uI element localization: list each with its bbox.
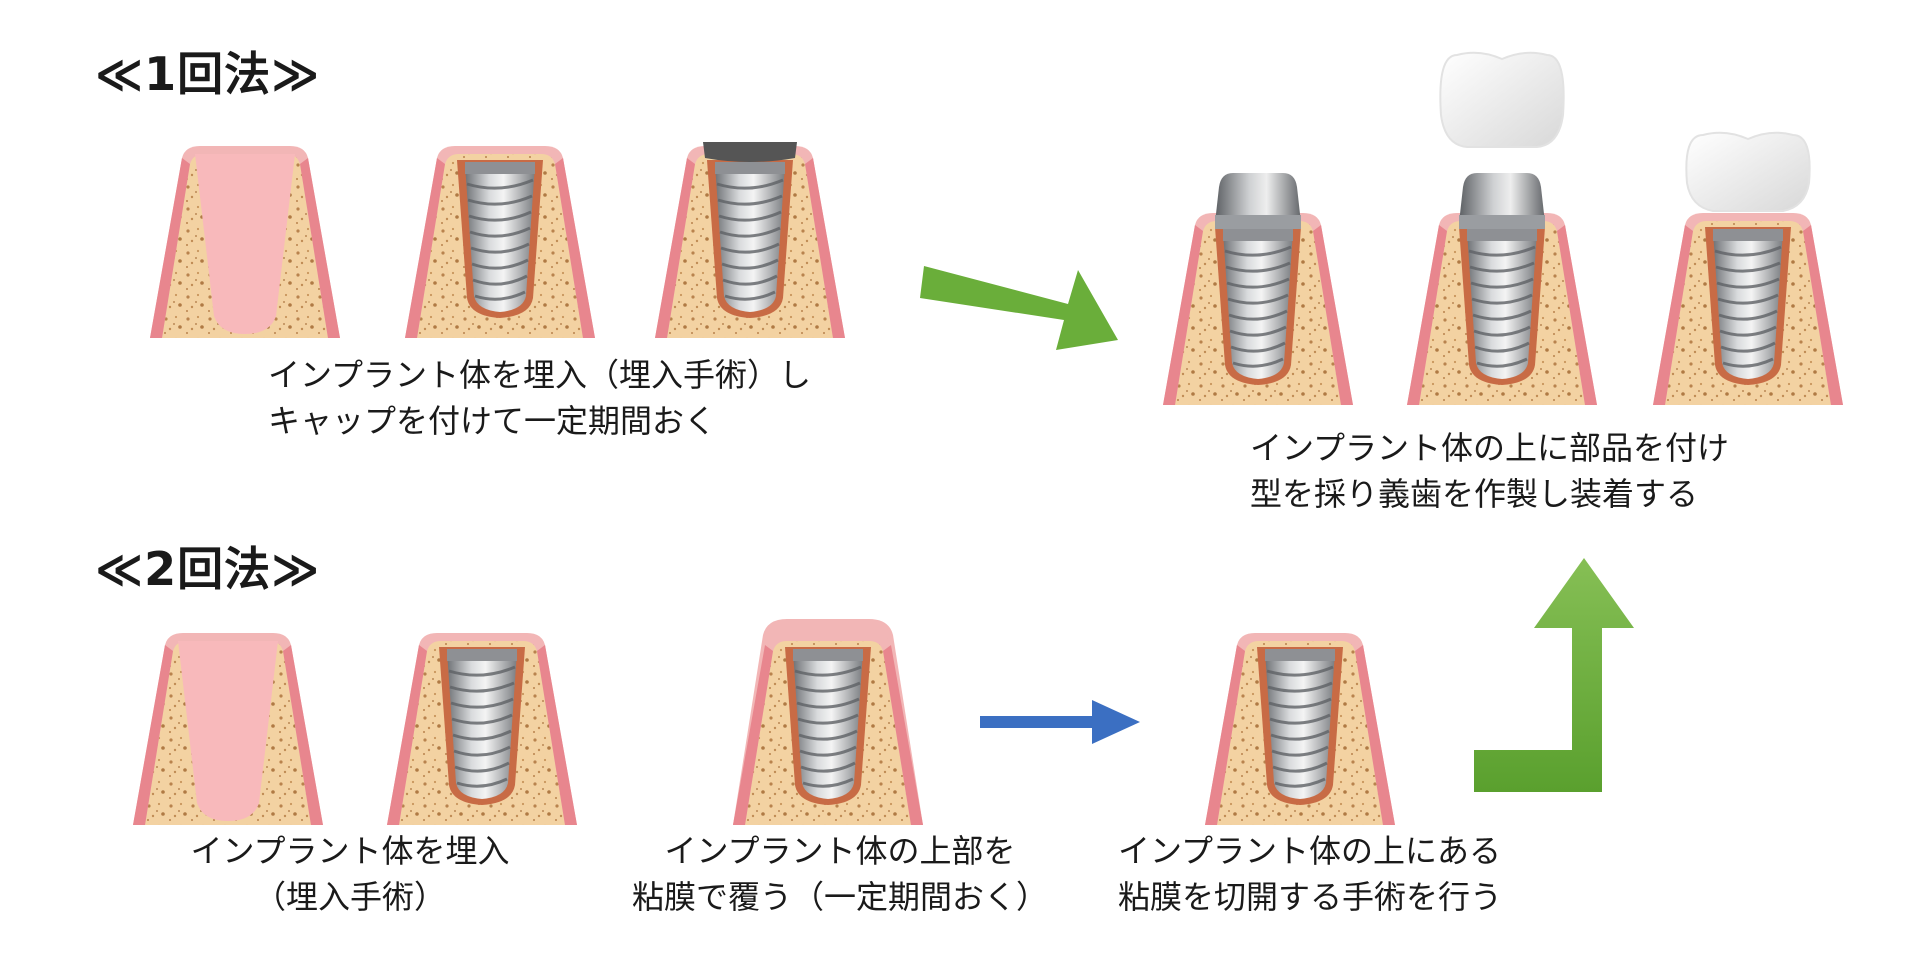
caption-line: 粘膜で覆う（一定期間おく） [631, 878, 1048, 916]
section-one-heading: ≪1回法≫ [95, 47, 321, 101]
arrow-up-green-icon [1474, 558, 1634, 792]
tooth-empty-socket-icon [133, 633, 323, 825]
tooth-implant-icon [387, 633, 577, 825]
section-two-heading: ≪2回法≫ [95, 542, 321, 596]
tooth-empty-socket-icon [150, 146, 340, 338]
tooth-implant-icon [405, 146, 595, 338]
tooth-implant-covered-icon [733, 619, 923, 825]
arrow-right-blue-icon [980, 700, 1140, 744]
caption-line: インプラント体を埋入（埋入手術）し [268, 356, 812, 394]
caption-line: 型を採り義歯を作製し装着する [1250, 475, 1699, 513]
tooth-implant-cap-icon [655, 142, 845, 338]
caption-line: （埋入手術） [253, 878, 446, 916]
caption-line: 粘膜を切開する手術を行う [1118, 878, 1503, 916]
tooth-crown-seated-icon [1653, 131, 1843, 405]
section-two-step2-caption: インプラント体の上部を 粘膜で覆う（一定期間おく） [630, 828, 1050, 920]
section-two-step1-caption: インプラント体を埋入 （埋入手術） [180, 828, 520, 920]
caption-line: インプラント体の上に部品を付け [1250, 429, 1730, 467]
caption-line: インプラント体を埋入 [190, 832, 510, 870]
caption-line: インプラント体の上にある [1118, 832, 1502, 870]
tooth-abutment-icon [1163, 173, 1353, 405]
section-one-caption: インプラント体を埋入（埋入手術）し キャップを付けて一定期間おく [268, 352, 811, 444]
tooth-implant-incision-icon [1205, 633, 1395, 825]
arrow-right-green-icon [920, 266, 1118, 350]
caption-line: インプラント体の上部を [664, 832, 1016, 870]
section-two-step3-caption: インプラント体の上にある 粘膜を切開する手術を行う [1118, 828, 1502, 920]
caption-line: キャップを付けて一定期間おく [268, 402, 717, 440]
tooth-crown-placement-icon [1407, 51, 1597, 405]
section-one-result-caption: インプラント体の上に部品を付け 型を採り義歯を作製し装着する [1250, 425, 1729, 517]
